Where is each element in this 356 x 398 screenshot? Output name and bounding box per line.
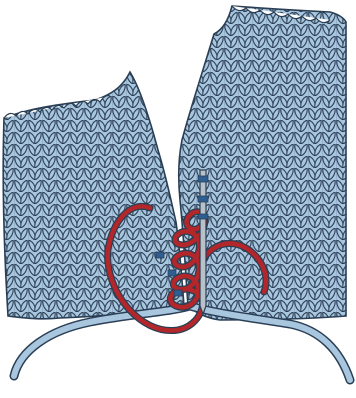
tapestry-needle — [198, 170, 208, 314]
left-knitted-panel — [0, 60, 200, 330]
